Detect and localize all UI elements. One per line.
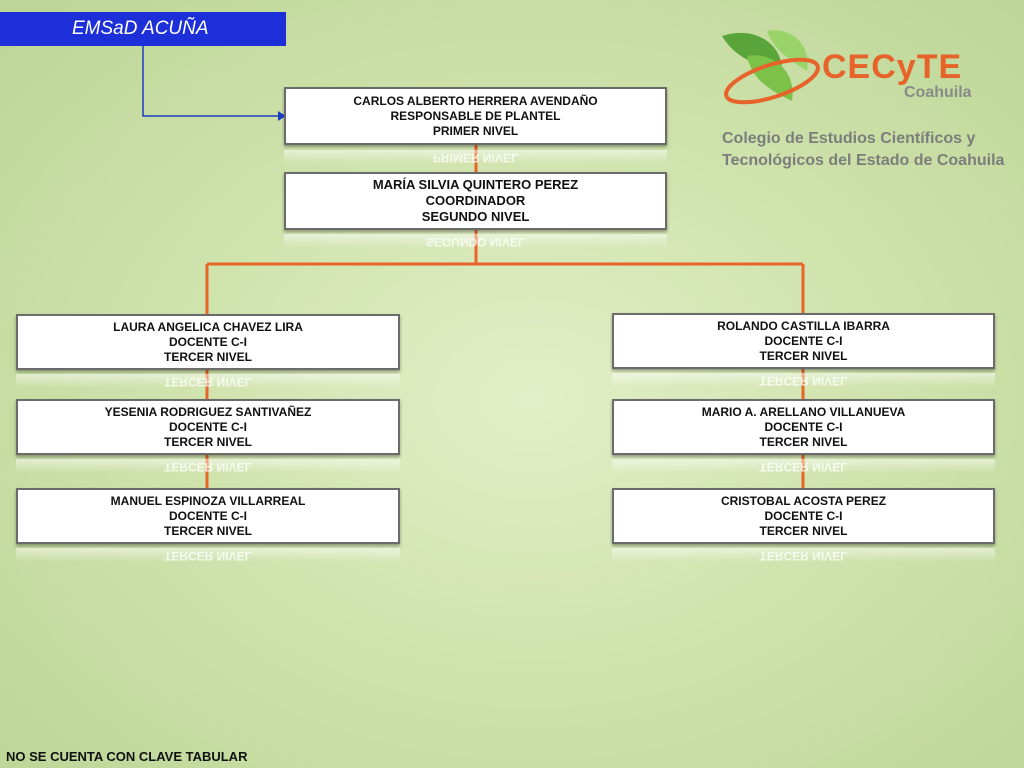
person-level: TERCER NIVEL — [759, 523, 848, 538]
person-name: MARIO A. ARELLANO VILLANUEVA — [701, 404, 906, 419]
org-box-right-2: MARIO A. ARELLANO VILLANUEVA DOCENTE C-I… — [612, 399, 995, 455]
person-name: MANUEL ESPINOZA VILLARREAL — [110, 493, 306, 508]
person-level: TERCER NIVEL — [163, 349, 252, 364]
person-role: RESPONSABLE DE PLANTEL — [390, 108, 561, 123]
person-role: COORDINADOR — [425, 193, 526, 208]
person-role: DOCENTE C-I — [169, 508, 247, 523]
logo-subtitle-line2: Tecnológicos del Estado de Coahuila — [722, 152, 1005, 169]
person-name: CARLOS ALBERTO HERRERA AVENDAÑO — [353, 93, 598, 108]
logo-state: Coahuila — [904, 84, 972, 101]
leaf-swirl-icon — [722, 30, 820, 105]
person-level: TERCER NIVEL — [163, 523, 252, 538]
title-bar: EMSaD ACUÑA — [0, 12, 286, 46]
person-level: TERCER NIVEL — [759, 434, 848, 449]
reflection: TERCER NIVEL — [612, 459, 995, 473]
org-box-level2: MARÍA SILVIA QUINTERO PEREZ COORDINADOR … — [284, 172, 667, 230]
person-level: TERCER NIVEL — [163, 434, 252, 449]
org-box-left-2: YESENIA RODRIGUEZ SANTIVAÑEZ DOCENTE C-I… — [16, 399, 400, 455]
person-role: DOCENTE C-I — [764, 419, 843, 434]
org-box-level1: CARLOS ALBERTO HERRERA AVENDAÑO RESPONSA… — [284, 87, 667, 145]
person-name: LAURA ANGELICA CHAVEZ LIRA — [113, 319, 303, 334]
logo-subtitle-line1: Colegio de Estudios Científicos y — [722, 130, 976, 147]
person-role: DOCENTE C-I — [169, 334, 247, 349]
cecyte-logo: CECyTE Coahuila Colegio de Estudios Cien… — [712, 26, 1004, 176]
person-name: MARÍA SILVIA QUINTERO PEREZ — [372, 177, 579, 192]
reflection: TERCER NIVEL — [612, 373, 995, 387]
person-name: YESENIA RODRIGUEZ SANTIVAÑEZ — [104, 404, 312, 419]
logo-brand: CECyTE — [822, 48, 963, 86]
org-box-right-1: ROLANDO CASTILLA IBARRA DOCENTE C-I TERC… — [612, 313, 995, 369]
reflection: PRIMER NIVEL — [284, 150, 667, 164]
org-box-left-1: LAURA ANGELICA CHAVEZ LIRA DOCENTE C-I T… — [16, 314, 400, 370]
person-role: DOCENTE C-I — [764, 508, 843, 523]
reflection: TERCER NIVEL — [16, 459, 400, 473]
org-box-left-3: MANUEL ESPINOZA VILLARREAL DOCENTE C-I T… — [16, 488, 400, 544]
title-pointer-line — [142, 46, 278, 117]
reflection: TERCER NIVEL — [612, 548, 995, 562]
person-level: SEGUNDO NIVEL — [421, 209, 530, 224]
reflection: TERCER NIVEL — [16, 374, 400, 388]
reflection: TERCER NIVEL — [16, 548, 400, 562]
reflection: SEGUNDO NIVEL — [284, 234, 667, 248]
title-pointer-arrow-icon — [278, 111, 286, 121]
org-box-right-3: CRISTOBAL ACOSTA PEREZ DOCENTE C-I TERCE… — [612, 488, 995, 544]
person-level: TERCER NIVEL — [759, 348, 848, 363]
person-role: DOCENTE C-I — [764, 333, 843, 348]
person-role: DOCENTE C-I — [169, 419, 247, 434]
page-title: EMSaD ACUÑA — [72, 18, 209, 39]
person-name: CRISTOBAL ACOSTA PEREZ — [720, 493, 887, 508]
footer-note: NO SE CUENTA CON CLAVE TABULAR — [6, 749, 248, 764]
person-name: ROLANDO CASTILLA IBARRA — [717, 318, 890, 333]
person-level: PRIMER NIVEL — [432, 123, 519, 138]
